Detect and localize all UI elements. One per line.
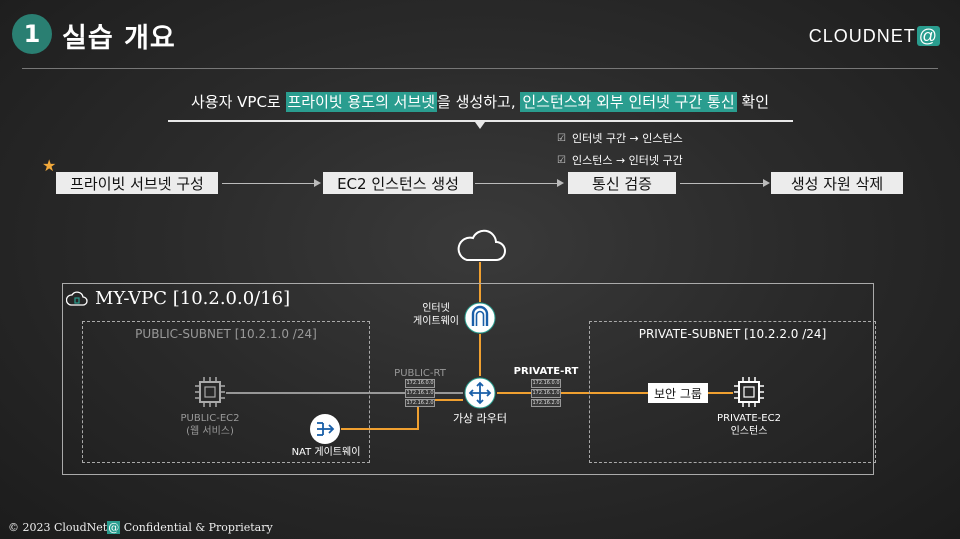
private-ec2-label-line2: 인스턴스 — [730, 426, 768, 437]
page-title: 실습 개요 — [62, 23, 176, 54]
header-divider — [22, 68, 938, 69]
public-route-table: 172.16.0.0 172.16.1.0 172.16.2.0 — [405, 379, 435, 408]
private-ec2-chip-icon — [734, 377, 764, 407]
checkbox-icon: ☑ — [557, 154, 566, 166]
star-icon: ★ — [42, 156, 57, 175]
step-box: EC2 인스턴스 생성 — [323, 172, 473, 194]
public-ec2-label-line1: PUBLIC-EC2 — [180, 413, 240, 424]
router-label: 가상 라우터 — [452, 412, 508, 425]
public-subnet — [82, 321, 370, 463]
headline-part2: 을 생성하고, — [437, 93, 521, 111]
public-ec2-label-line2: (웹 서비스) — [186, 426, 234, 437]
vpc-cloud-icon — [66, 291, 88, 306]
nat-gateway-icon — [310, 414, 340, 444]
step-box: 통신 검증 — [568, 172, 676, 194]
vpc-label: MY-VPC [10.2.0.0/16] — [95, 288, 291, 309]
headline-part3: 확인 — [736, 93, 770, 111]
headline-part1: 사용자 VPC로 — [190, 93, 286, 111]
igw-label-line1: 인터넷 — [422, 303, 450, 314]
headline-highlight1: 프라이빗 용도의 서브넷 — [285, 92, 438, 112]
check-item-label: 인스턴스 → 인터넷 구간 — [571, 154, 683, 167]
nat-router-line — [341, 399, 463, 430]
igw-label-line2: 게이트웨이 — [413, 316, 459, 327]
headline-pointer — [475, 122, 485, 129]
public-rt-label: PUBLIC-RT — [394, 368, 446, 379]
route-row: 172.16.0.0 — [405, 379, 435, 388]
footer-at: @ — [107, 521, 121, 534]
step-box: 프라이빗 서브넷 구성 — [56, 172, 218, 194]
arrow-head-icon — [763, 179, 770, 187]
vpc-container — [62, 283, 874, 475]
private-subnet — [589, 321, 876, 463]
public-ec2-chip-icon — [195, 377, 225, 407]
brand-logo: CLOUDNET@ — [809, 26, 940, 47]
footer-copyright: © 2023 CloudNet@ Confidential & Propriet… — [8, 521, 273, 534]
check-item: ☑ 인터넷 구간 → 인스턴스 — [557, 130, 683, 146]
internet-cloud-icon — [457, 229, 506, 261]
internet-gateway-icon — [464, 302, 496, 334]
arrow-head-icon — [314, 179, 321, 187]
section-number-badge: 1 — [12, 14, 52, 54]
route-row: 172.16.1.0 — [531, 388, 561, 398]
footer-suffix: Confidential & Proprietary — [120, 521, 273, 534]
igw-label: 인터넷 게이트웨이 — [400, 302, 472, 328]
private-subnet-label: PRIVATE-SUBNET [10.2.2.0 /24] — [638, 327, 827, 341]
private-ec2-label-line1: PRIVATE-EC2 — [717, 413, 781, 424]
route-row: 172.16.2.0 — [405, 398, 435, 408]
private-rt-label: PRIVATE-RT — [513, 366, 579, 377]
headline-highlight2: 인스턴스와 외부 인터넷 구간 통신 — [520, 92, 737, 112]
check-item-label: 인터넷 구간 → 인스턴스 — [571, 132, 683, 145]
public-subnet-label: PUBLIC-SUBNET [10.2.1.0 /24] — [135, 327, 317, 341]
footer-prefix: © 2023 CloudNet — [8, 521, 108, 534]
flow-arrow — [222, 183, 314, 184]
private-route-table: 172.16.0.0 172.16.1.0 172.16.2.0 — [531, 379, 561, 408]
step-box: 생성 자원 삭제 — [771, 172, 903, 194]
brand-at: @ — [916, 26, 940, 46]
flow-arrow — [475, 183, 557, 184]
nat-gateway-label: NAT 게이트웨이 — [291, 447, 361, 458]
security-group-box: 보안 그룹 — [648, 383, 708, 403]
route-row: 172.16.0.0 — [531, 379, 561, 388]
checkbox-icon: ☑ — [557, 132, 566, 144]
route-row: 172.16.1.0 — [405, 388, 435, 398]
headline-underline — [168, 120, 793, 122]
virtual-router-icon — [464, 377, 496, 409]
public-ec2-label: PUBLIC-EC2 (웹 서비스) — [164, 412, 256, 438]
private-ec2-label: PRIVATE-EC2 인스턴스 — [703, 412, 795, 438]
route-row: 172.16.2.0 — [531, 398, 561, 408]
check-item: ☑ 인스턴스 → 인터넷 구간 — [557, 152, 683, 168]
flow-arrow — [680, 183, 763, 184]
brand-text: CLOUDNET — [808, 26, 916, 46]
arrow-head-icon — [557, 179, 564, 187]
